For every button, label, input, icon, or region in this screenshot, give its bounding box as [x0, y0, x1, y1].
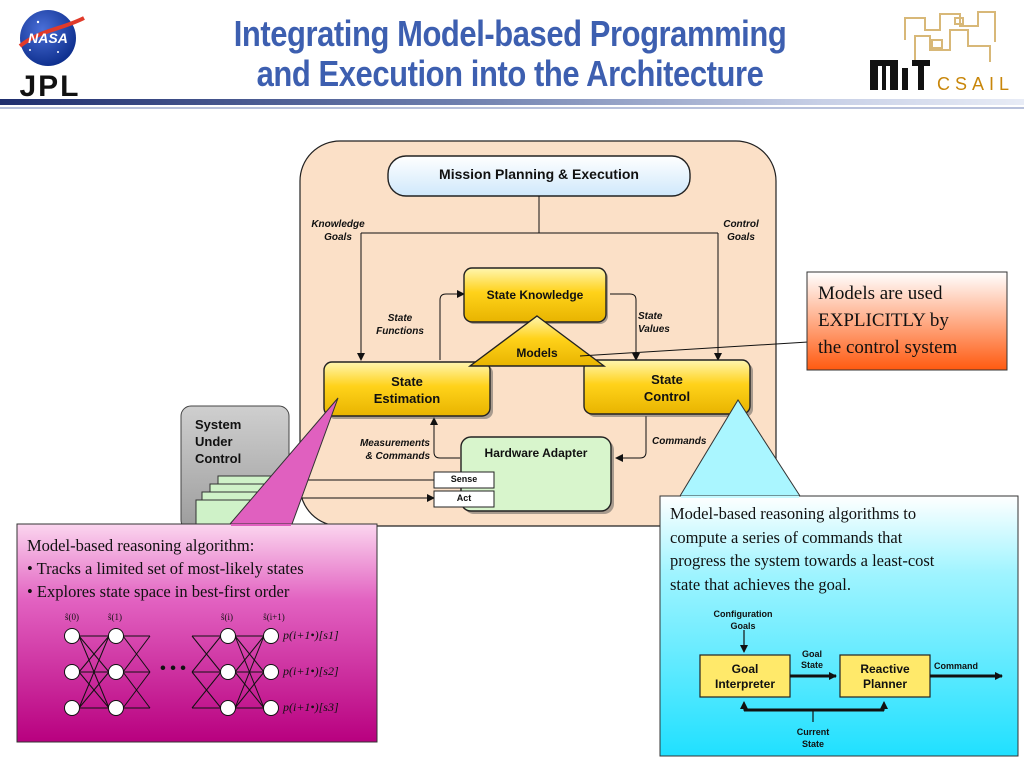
- trellis-node: [220, 700, 236, 716]
- trellis-col-label-0: ŝ(0): [65, 612, 79, 622]
- models-triangle: [467, 315, 607, 367]
- prob-label-2: p(i+1•)[s2]: [283, 664, 339, 678]
- goal-interpreter-diagram: [699, 630, 1003, 722]
- state-trellis: [64, 628, 279, 716]
- models-callout-text: Models are used EXPLICITLY by the contro…: [818, 283, 958, 358]
- trellis-node: [108, 628, 124, 644]
- trellis-edge: [234, 671, 265, 709]
- title-line-1: Integrating Model-based Programming: [233, 13, 787, 54]
- nasa-logo-text: NASA: [28, 30, 68, 46]
- trellis-edge: [234, 635, 265, 709]
- goal-interpreter-box: [699, 654, 791, 698]
- estimation-bullet-2: • Explores state space in best-first ord…: [27, 582, 290, 601]
- estimation-heading: Model-based reasoning algorithm:: [27, 536, 255, 555]
- trellis-ellipsis: • • •: [160, 660, 186, 677]
- trellis-node: [220, 664, 236, 680]
- jpl-logo-text: JPL: [19, 70, 80, 103]
- control-callout-text: Model-based reasoning algorithms to comp…: [670, 504, 935, 594]
- trellis-edge: [78, 671, 110, 709]
- models-callout-pointer: [579, 341, 809, 357]
- control-callout-box: [659, 495, 1019, 757]
- commands-label: Commands: [652, 436, 707, 447]
- sense-label: Sense: [450, 474, 478, 484]
- title-line-2: and Execution into the Architecture: [256, 53, 764, 94]
- trellis-col-label-1: ŝ(1): [108, 612, 122, 622]
- prob-label-3: p(i+1•)[s3]: [283, 700, 339, 714]
- trellis-node: [263, 664, 279, 680]
- estimation-bullet-1: • Tracks a limited set of most-likely st…: [27, 559, 304, 578]
- models-callout-box: [806, 271, 1008, 371]
- hardware-adapter-label: Hardware Adapter: [484, 446, 588, 460]
- trellis-col-label-2: ŝ(i): [221, 612, 233, 622]
- trellis-node: [108, 700, 124, 716]
- state-estimation-box: [323, 361, 491, 417]
- trellis-edge: [78, 635, 110, 709]
- csail-logo: CSAIL: [870, 11, 1014, 94]
- trellis-node: [108, 664, 124, 680]
- trellis-node: [263, 628, 279, 644]
- slide-title: Integrating Model-based Programming and …: [209, 14, 811, 94]
- prob-label-1: p(i+1•)[s1]: [283, 628, 339, 642]
- trellis-edge: [191, 671, 222, 709]
- trellis-node: [263, 700, 279, 716]
- sense-box: [433, 471, 495, 489]
- system-under-control-label: System Under Control: [195, 417, 242, 466]
- trellis-edge: [78, 635, 110, 673]
- act-box: [433, 490, 495, 508]
- trellis-node: [64, 664, 80, 680]
- state-control-box: [583, 359, 751, 415]
- trellis-edge: [234, 635, 265, 673]
- header-bar: [0, 99, 1024, 105]
- mission-planning-label: Mission Planning & Execution: [439, 166, 639, 182]
- trellis-node: [64, 700, 80, 716]
- csail-logo-text: CSAIL: [937, 74, 1014, 94]
- trellis-node: [64, 628, 80, 644]
- measurements-label: Measurements& Commands: [359, 438, 430, 462]
- trellis-edge: [122, 635, 151, 673]
- trellis-node: [220, 628, 236, 644]
- command-label: Command: [934, 661, 979, 671]
- act-label: Act: [456, 493, 472, 503]
- estimation-callout-text: Model-based reasoning algorithm: • Track…: [27, 534, 373, 603]
- trellis-col-label-3: ŝ(i+1): [263, 612, 285, 622]
- models-label: Models: [516, 346, 558, 360]
- nasa-logo: NASA JPL: [18, 10, 85, 103]
- trellis-edge: [191, 635, 222, 673]
- trellis-edge: [122, 671, 151, 709]
- state-knowledge-label: State Knowledge: [486, 288, 584, 302]
